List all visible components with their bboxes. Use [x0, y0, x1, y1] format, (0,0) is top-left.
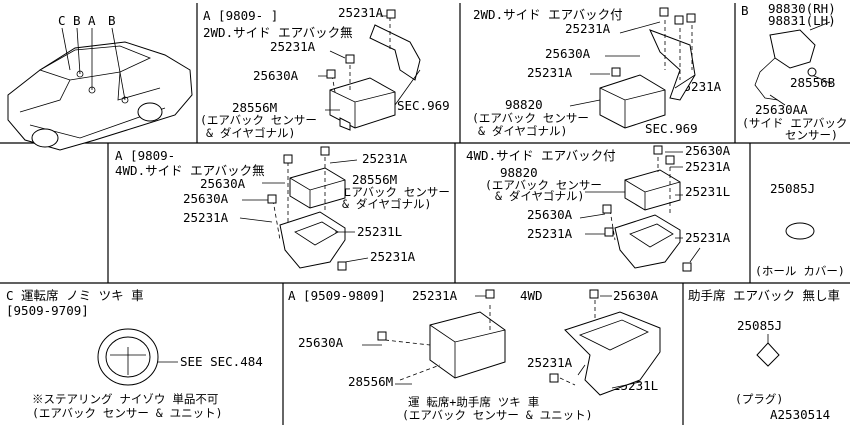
part-label: 25231A — [183, 210, 229, 225]
leader-line — [76, 27, 81, 75]
part-label: 25630A — [685, 143, 731, 158]
part-label: 25630A — [253, 68, 299, 83]
part-label: 25231A — [685, 230, 731, 245]
part-label: 25231A — [527, 355, 573, 370]
part-description: & ダイヤゴナル) — [206, 126, 295, 140]
part-label: 28556M — [232, 100, 277, 115]
section-reference: SEE SEC.484 — [180, 354, 263, 369]
panel-c-driver-only: C 運転席 ノミ ツキ 車 [9509-9709] SEE SEC.484 ※ス… — [6, 288, 263, 420]
section-reference: SEC.969 — [645, 121, 698, 136]
part-label: 25630AA — [755, 102, 808, 117]
part-label: 98820 — [505, 97, 543, 112]
panel-car: C B A B — [7, 13, 193, 151]
car-callout-b1: B — [73, 13, 81, 28]
part-label: 25231A — [527, 226, 573, 241]
part-label: 25231L — [685, 184, 730, 199]
part-label: 25630A — [200, 176, 246, 191]
panel-a-4wd-no-side-airbag: A [9809- 4WD.サイド エアバック無 25231A 28556M (エ… — [115, 146, 450, 271]
part-label: 25231A — [270, 39, 316, 54]
part-label: 25231A — [527, 65, 573, 80]
part-label: 98820 — [500, 165, 538, 180]
part-label: 25630A — [183, 191, 229, 206]
sensor-unit-illustration — [569, 7, 696, 129]
panel-title-variant: C 運転席 ノミ ツキ 車 — [6, 288, 144, 303]
panel-frames — [0, 3, 850, 425]
panel-note: ※ステアリング ナイゾウ 単品不可 — [32, 392, 218, 406]
panel-a-2wd-no-side-airbag: A [9809- ] 2WD.サイド エアバック無 25231A 25231A … — [200, 5, 450, 140]
part-label: 25630A — [613, 288, 659, 303]
bracket-illustration — [549, 289, 661, 396]
panel-title-variant: 2WD.サイド エアバック付 — [473, 7, 623, 22]
part-description: センサー) — [785, 128, 838, 142]
section-reference: SEC.969 — [397, 98, 450, 113]
panel-note: (エアバック センサー & ユニット) — [32, 406, 223, 420]
panel-title-range: A [9509-9809] — [288, 288, 386, 303]
panel-title-variant: 2WD.サイド エアバック無 — [203, 25, 353, 40]
panel-label: B — [741, 3, 749, 18]
panel-caption: (エアバック センサー & ユニット) — [402, 408, 593, 422]
part-label: 98831(LH) — [768, 13, 836, 28]
part-label: 25231A — [362, 151, 408, 166]
panel-2wd-with-side-airbag: 2WD.サイド エアバック付 25231A 25630A 25231A 2523… — [472, 7, 722, 138]
part-label: 25231A — [370, 249, 416, 264]
part-description: (ホール カバー) — [755, 264, 845, 278]
part-label: 98830(RH) — [768, 1, 836, 16]
part-description: (エアバック センサー — [200, 113, 317, 127]
panel-title-variant: 4WD.サイド エアバック無 — [115, 163, 265, 178]
panel-passenger-no-airbag: 助手席 エアバック 無し車 25085J (プラグ) A2530514 — [688, 288, 840, 422]
hole-cover-illustration — [785, 222, 815, 240]
part-label: 25630A — [298, 335, 344, 350]
part-description: (サイド エアバック — [742, 116, 847, 130]
part-description: (エアバック センサー — [472, 111, 589, 125]
part-description: (プラグ) — [735, 392, 783, 406]
plug-illustration — [756, 342, 780, 367]
car-illustration — [7, 41, 193, 151]
panel-title-variant: 助手席 エアバック 無し車 — [688, 288, 840, 303]
car-callout-a: A — [88, 13, 96, 28]
panel-a-9509-9809: A [9509-9809] 25231A 4WD 25630A 25630A 2… — [288, 288, 661, 422]
panel-title-range: A [9809- ] — [203, 8, 278, 23]
car-callout-b2: B — [108, 13, 116, 28]
part-label: 25085J — [770, 181, 815, 196]
part-description: (エアバック センサー — [333, 185, 450, 199]
side-sensor-illustration — [754, 21, 833, 106]
sensor-unit-illustration — [362, 289, 506, 385]
part-label: 25231L — [357, 224, 402, 239]
panel-4wd-with-side-airbag: 4WD.サイド エアバック付 25630A 25231A 98820 (エアバッ… — [466, 143, 731, 272]
leader-line — [61, 27, 71, 71]
part-label: 25085J — [737, 318, 782, 333]
part-label: 25231A — [565, 21, 611, 36]
panel-caption: 運 転席+助手席 ツキ 車 — [408, 395, 539, 409]
part-label: 25231A — [338, 5, 384, 20]
part-description: & ダイヤゴナル) — [478, 124, 567, 138]
part-label: 4WD — [520, 288, 543, 303]
sensor-bracket-illustration — [239, 146, 369, 271]
part-label: 25231A — [685, 159, 731, 174]
panel-b-side-sensor: B 98830(RH) 98831(LH) 28556B 25630AA (サイ… — [741, 1, 847, 142]
part-description: & ダイヤゴナル) — [342, 197, 431, 211]
leader-line — [111, 27, 126, 101]
car-callout-c: C — [58, 13, 66, 28]
sensor-unit-illustration — [318, 9, 421, 131]
panel-title-range: [9509-9709] — [6, 303, 89, 318]
part-label: 28556B — [790, 75, 835, 90]
part-label: 28556M — [352, 172, 397, 187]
diagram-code: A2530514 — [770, 407, 830, 422]
part-label: 25630A — [545, 46, 591, 61]
panel-hole-cover: 25085J (ホール カバー) — [755, 181, 845, 278]
steering-wheel-illustration — [97, 328, 178, 386]
panel-title-variant: 4WD.サイド エアバック付 — [466, 148, 616, 163]
part-label: 25231A — [412, 288, 458, 303]
part-description: (エアバック センサー — [485, 178, 602, 192]
part-label: 25630A — [527, 207, 573, 222]
sensor-bracket-illustration — [579, 145, 701, 272]
part-description: & ダイヤゴナル) — [495, 189, 584, 203]
panel-title-range: A [9809- — [115, 148, 175, 163]
part-label: 28556M — [348, 374, 393, 389]
